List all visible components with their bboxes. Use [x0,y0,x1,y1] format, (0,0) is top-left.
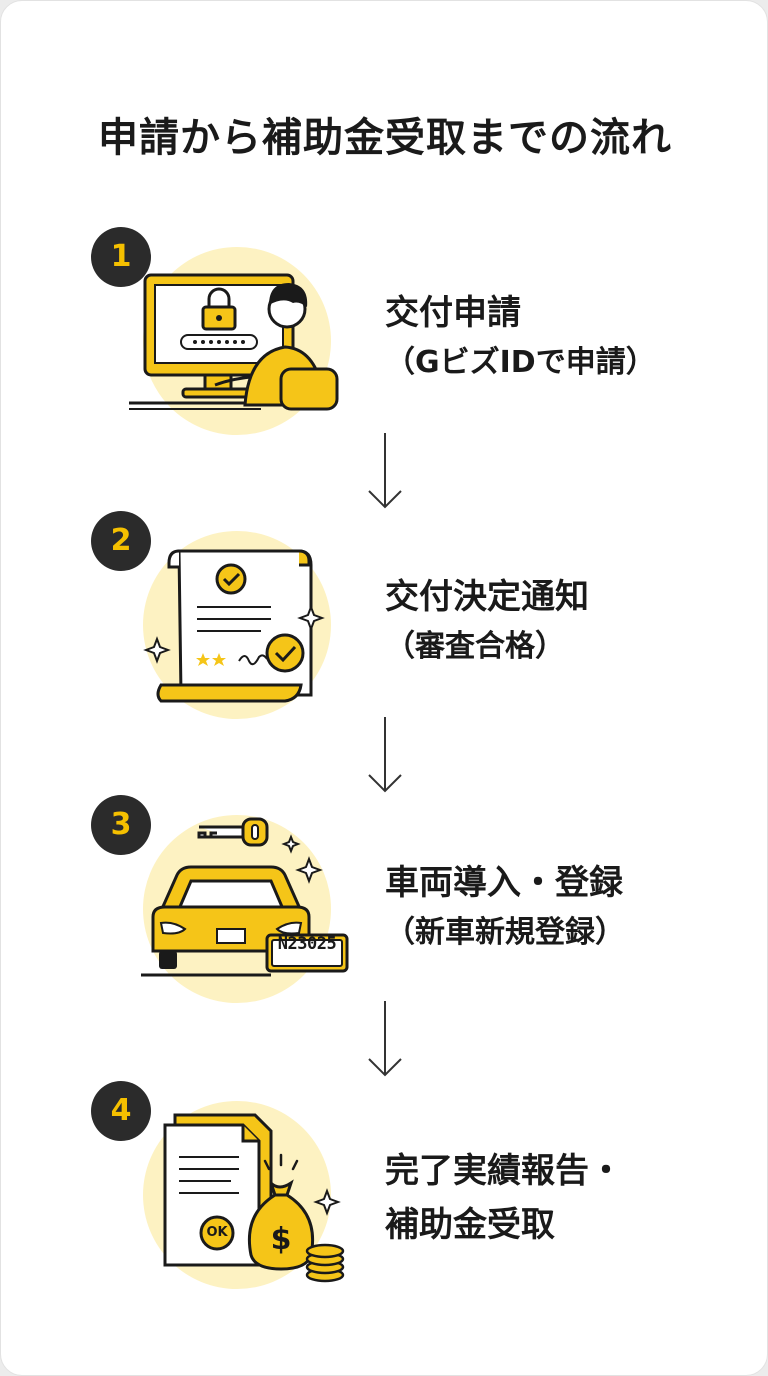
step-1: 1 交付申請 （GビズIDで申請） [1,227,768,447]
step-2-label: 交付決定通知 [385,577,589,617]
report-money-icon: $ [163,1113,345,1283]
car-registration-icon [141,817,349,977]
down-arrow-icon [368,717,402,793]
step-3-sublabel: （新車新規登録） [385,915,625,950]
ok-stamp-text: OK [206,1225,228,1240]
step-3-label: 車両導入・登録 [385,863,623,903]
step-4-sublabel: 補助金受取 [385,1205,555,1245]
svg-text:$: $ [271,1222,292,1257]
step-1-badge: 1 [91,227,151,287]
step-2-sublabel: （審査合格） [385,629,565,664]
license-plate-text: N23025 [277,934,337,954]
step-1-sublabel: （GビズIDで申請） [385,345,656,380]
down-arrow-icon [368,433,402,509]
computer-login-icon [129,273,339,411]
step-4: $ OK 4 完了実績報告・ 補助金受取 [1,1081,768,1301]
step-1-label: 交付申請 [385,293,521,333]
page-title: 申請から補助金受取までの流れ [98,115,672,161]
down-arrow-icon [368,1001,402,1077]
step-3: N23025 3 車両導入・登録 （新車新規登録） [1,795,768,1015]
step-3-badge: 3 [91,795,151,855]
step-4-badge: 4 [91,1081,151,1141]
step-4-label: 完了実績報告・ [385,1151,623,1191]
step-2-badge: 2 [91,511,151,571]
step-2: 2 交付決定通知 （審査合格） [1,511,768,731]
approved-document-icon [143,549,325,703]
